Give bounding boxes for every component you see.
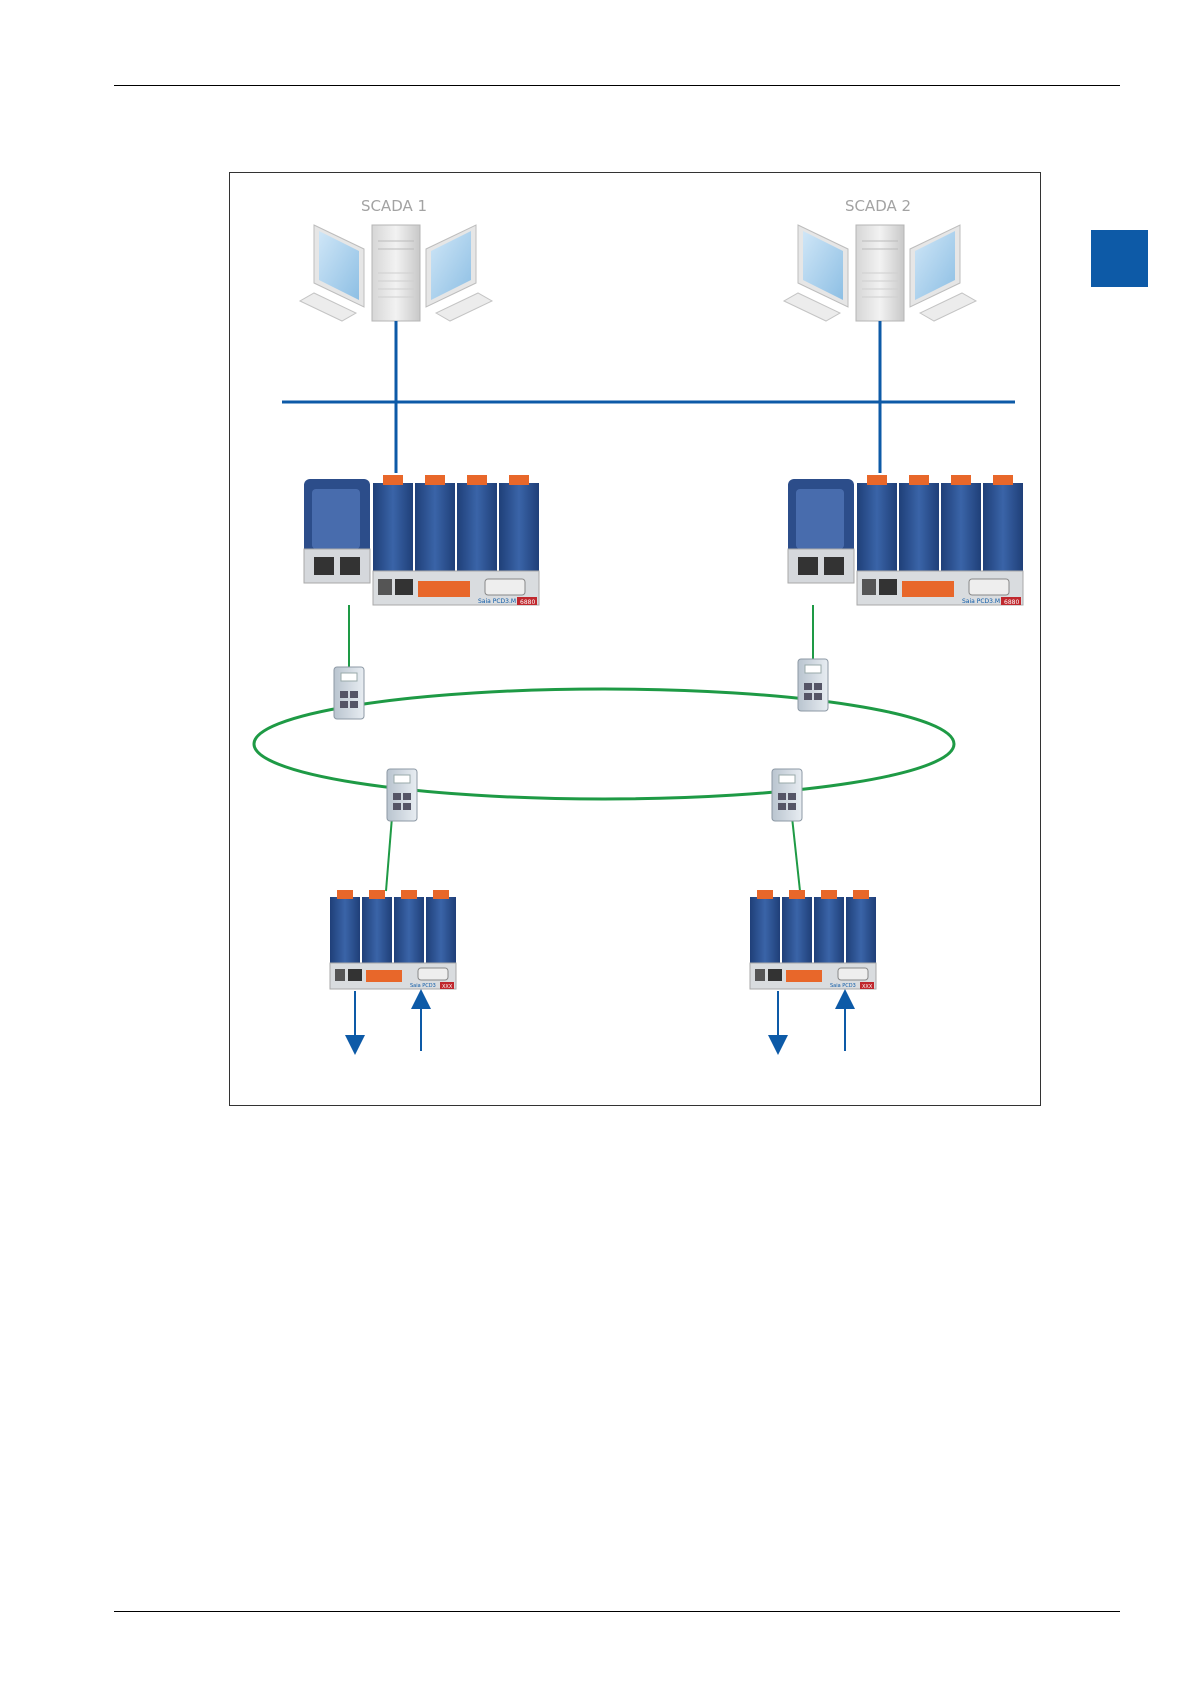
network-diagram: Saia PCD3.M 6880 Saia PCD3.M 6880 xyxy=(230,173,1042,1107)
footer-rule xyxy=(114,1611,1120,1612)
controller-1-brand: Saia PCD3.M xyxy=(478,598,516,605)
controller-2-brand: Saia PCD3.M xyxy=(962,598,1000,605)
tower xyxy=(372,225,420,321)
switch-top-left xyxy=(334,667,364,719)
monitor-right xyxy=(426,225,492,321)
io-module xyxy=(814,890,844,965)
header-rule xyxy=(114,85,1120,86)
diagram-frame: SCADA 1 SCADA 2 xyxy=(229,172,1041,1106)
ethernet-bus xyxy=(282,321,1015,473)
io-module xyxy=(846,890,876,965)
scada-2-workstation xyxy=(784,225,976,321)
io-station-1: Saia PCD3 XXX xyxy=(330,890,456,990)
controller-1: Saia PCD3.M 6880 xyxy=(304,475,539,606)
io-module xyxy=(394,890,424,965)
switch-top-right xyxy=(798,659,828,711)
io-module xyxy=(499,475,539,573)
monitor-right xyxy=(910,225,976,321)
io-arrows xyxy=(355,991,845,1051)
io-module xyxy=(899,475,939,573)
io-station-1-brand: Saia PCD3 xyxy=(410,983,436,989)
controller-1-model: 6880 xyxy=(520,599,535,606)
monitor-left xyxy=(300,225,364,321)
scada-1-workstation xyxy=(300,225,492,321)
switch-bottom-right xyxy=(772,769,802,821)
tower xyxy=(856,225,904,321)
io-module xyxy=(782,890,812,965)
io-module xyxy=(362,890,392,965)
io-module xyxy=(941,475,981,573)
io-module xyxy=(457,475,497,573)
io-module xyxy=(330,890,360,965)
io-module xyxy=(426,890,456,965)
ring-links xyxy=(349,605,813,891)
switch-bottom-left xyxy=(387,769,417,821)
io-module xyxy=(857,475,897,573)
controller-2: Saia PCD3.M 6880 xyxy=(788,475,1023,606)
io-station-1-model: XXX xyxy=(442,984,453,990)
controller-2-model: 6880 xyxy=(1004,599,1019,606)
io-station-2-model: XXX xyxy=(862,984,873,990)
monitor-left xyxy=(784,225,848,321)
io-module xyxy=(750,890,780,965)
io-station-2-brand: Saia PCD3 xyxy=(830,983,856,989)
io-station-2: Saia PCD3 XXX xyxy=(750,890,876,990)
io-module xyxy=(415,475,455,573)
io-module xyxy=(983,475,1023,573)
chapter-tab xyxy=(1091,230,1148,287)
io-module xyxy=(373,475,413,573)
